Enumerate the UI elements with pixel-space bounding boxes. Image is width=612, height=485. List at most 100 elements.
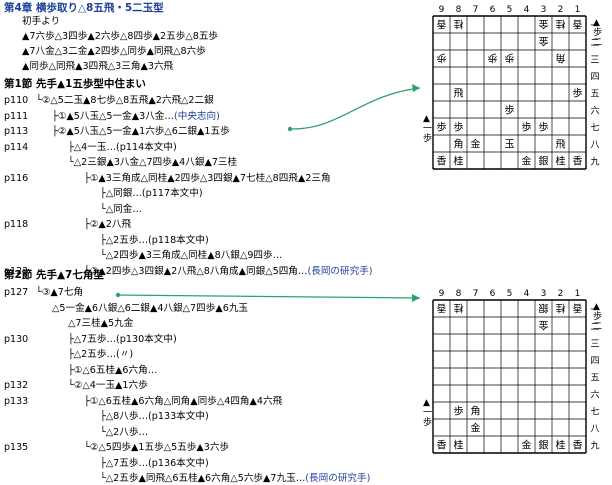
arrow-to-board2 (117, 294, 421, 299)
move-text: └③▲7七角 (36, 287, 84, 298)
piece: 桂 (454, 155, 464, 168)
tree-line: └③▲2四歩△3四銀▲2八飛△8八角成▲同銀△5四角…(長岡の研究手) (84, 266, 373, 278)
move-text: └△同金… (100, 203, 142, 215)
page-ref: p113 (4, 126, 29, 137)
page-ref: p135 (4, 442, 29, 453)
piece: 歩 (454, 405, 464, 418)
page-ref: p114 (4, 141, 29, 153)
page-ref: p118 (4, 219, 29, 230)
move-text: △7三桂▲5九金 (68, 318, 134, 329)
piece: 歩 (437, 121, 447, 134)
file-label: 7 (473, 289, 479, 299)
piece: 桂 (556, 155, 566, 168)
file-label: 9 (439, 5, 445, 15)
piece: 歩 (522, 121, 532, 134)
tree-line: ├①▲5八玉△5一金▲3八金…(中央志向) (52, 111, 220, 123)
file-label: 5 (507, 289, 513, 299)
move-text: └②△5四歩▲1五歩△5五歩▲3六歩 (84, 442, 230, 453)
page-ref: p111 (4, 110, 29, 122)
arrow-head-1 (412, 84, 420, 92)
arrow-dot-2 (115, 292, 121, 298)
arrow-dot-1 (287, 126, 293, 132)
file-label: 5 (507, 5, 513, 15)
tree-line: └②△4一玉▲1六歩 (68, 380, 148, 392)
note-text: (長岡の研究手) (305, 473, 371, 484)
page-ref: p123 (4, 265, 29, 277)
tree-line: ├△7五歩…(p130本文中) (68, 334, 177, 346)
tree-line: ├①△6五桂▲6六角△同角▲同歩△4四角▲4六飛 (84, 396, 282, 408)
tree-line: ├△8八歩…(p133本文中) (100, 411, 209, 423)
piece: 桂 (454, 439, 464, 452)
piece: 香 (437, 302, 447, 314)
intro-line: ▲同歩△同飛▲3四飛△3三角▲3六飛 (22, 61, 174, 72)
piece: 玉 (505, 140, 515, 151)
piece: 金 (522, 155, 532, 168)
arrow-to-board1 (289, 87, 421, 130)
arrow-head-2 (412, 294, 420, 302)
file-label: 3 (541, 289, 547, 299)
piece: 香 (437, 156, 447, 168)
piece: 桂 (454, 302, 464, 315)
move-text: └②△5二玉▲8七歩△8五飛▲2六飛△2二銀 (36, 95, 214, 106)
rank-label: 二 (590, 39, 599, 49)
page-ref: p116 (4, 172, 29, 184)
piece: 歩 (505, 104, 515, 117)
page-ref: p133 (4, 395, 29, 407)
move-text: ├△同銀…(p117本文中) (100, 188, 203, 199)
tree-line: △5一金▲6八銀△6二銀▲4八銀△7四歩▲6九玉 (52, 303, 248, 315)
file-label: 1 (575, 289, 581, 299)
tree-line: └△2四歩▲3三角成△同桂▲8八銀△9四歩… (100, 250, 282, 262)
rank-label: 九 (590, 157, 599, 168)
move-text: △5一金▲6八銀△6二銀▲4八銀△7四歩▲6九玉 (52, 302, 249, 314)
page-ref: p127 (4, 287, 29, 298)
move-text: └△2五歩▲同飛△6五桂▲6六角△5六歩▲7九玉… (100, 473, 306, 484)
tree-line: └△同金… (100, 204, 142, 216)
file-label: 4 (524, 5, 530, 15)
rank-label: 九 (590, 441, 599, 452)
piece: 金 (539, 18, 549, 31)
piece: 金 (539, 319, 549, 332)
piece: 角 (454, 139, 464, 151)
rank-label: 二 (590, 323, 599, 333)
piece: 歩 (437, 52, 447, 65)
piece: 金 (471, 138, 481, 151)
move-text: ├△8八歩…(p133本文中) (100, 411, 209, 422)
tree-line: ├△7五歩…(p136本文中) (100, 458, 209, 470)
move-text: ├△4一玉…(p114本文中) (68, 141, 177, 153)
move-text: ├△2五歩…(〃) (68, 349, 134, 360)
file-label: 2 (558, 5, 564, 15)
tree-line: └△2五歩▲同飛△6五桂▲6六角△5六歩▲7九玉…(長岡の研究手) (100, 473, 370, 485)
tree-line: └③▲7七角 (36, 287, 83, 299)
piece: 歩 (488, 52, 498, 65)
tree-line: ├②▲5八玉△5一金▲1六歩△6二銀▲1五歩 (52, 126, 230, 138)
tree-line: ├△2五歩…(〃) (68, 349, 133, 361)
move-text: ├△7五歩…(p136本文中) (100, 457, 209, 469)
file-label: 3 (541, 5, 547, 15)
piece: 飛 (454, 88, 464, 100)
piece: 香 (573, 302, 583, 314)
page-ref: p130 (4, 333, 29, 345)
sente-hand: ▲一歩 (423, 114, 433, 144)
piece: 歩 (573, 87, 583, 100)
rank-label: 五 (590, 90, 599, 100)
note-text: (中央志向) (173, 110, 220, 122)
move-text: ├②▲2八飛 (84, 219, 132, 230)
piece: 香 (573, 18, 583, 30)
tree-line: └△2八歩… (100, 427, 148, 439)
move-text: ├①△6五桂▲6六角△同角▲同歩△4四角▲4六飛 (84, 395, 283, 407)
piece: 歩 (505, 52, 515, 65)
section1-title: 第1節 先手▲1五歩型中住まい (4, 78, 146, 90)
piece: 金 (522, 439, 532, 452)
piece: 桂 (454, 18, 464, 31)
tree-line: ├△4一玉…(p114本文中) (68, 142, 177, 154)
move-text: └△2三銀▲3八金△7四歩▲4八銀▲7三桂 (68, 157, 238, 168)
tree-line: └②△5二玉▲8七歩△8五飛▲2六飛△2二銀 (36, 95, 214, 107)
tree-line: △7三桂▲5九金 (68, 318, 133, 330)
move-text: ├①▲3三角成△同桂▲2四歩△3四銀▲7七桂△8四飛▲2三角 (84, 172, 331, 184)
piece: 歩 (454, 121, 464, 134)
piece: 桂 (556, 302, 566, 315)
